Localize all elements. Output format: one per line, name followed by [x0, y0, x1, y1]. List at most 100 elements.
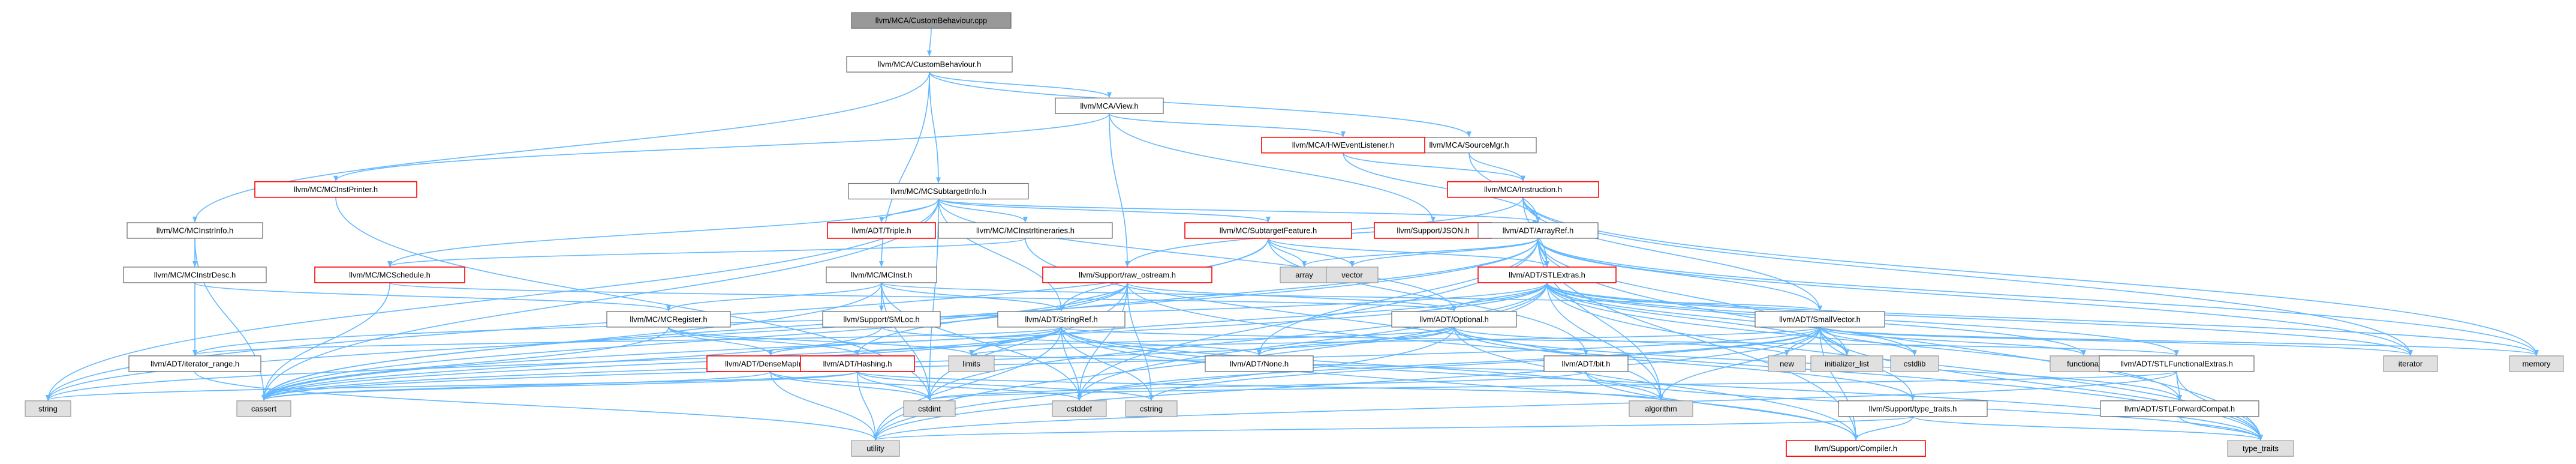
node-itineraries[interactable]: llvm/MC/MCInstrItineraries.h	[938, 222, 1113, 239]
node-rawostream[interactable]: llvm/Support/raw_ostream.h	[1042, 267, 1212, 283]
node-triple[interactable]: llvm/ADT/Triple.h	[827, 222, 936, 239]
header-nodes: llvm/MCA/CustomBehaviour.cpp llvm/MCA/Cus…	[25, 12, 2564, 457]
node-stringref[interactable]: llvm/ADT/StringRef.h	[997, 311, 1126, 328]
node-label-memory: memory	[2523, 359, 2551, 368]
node-box-array	[1280, 267, 1329, 283]
edge-view-to-hwevent	[1109, 113, 1346, 137]
node-stlforward[interactable]: llvm/ADT/STLForwardCompat.h	[2100, 400, 2259, 417]
node-box-arrayref	[1477, 222, 1599, 239]
edge-subtargetinfo-to-subfeature	[938, 198, 1271, 223]
edge-mcinst-to-stringref	[881, 282, 1064, 312]
node-box-optional	[1391, 311, 1517, 328]
edge-stlfuncextras-to-utility	[873, 371, 2177, 441]
node-smloc[interactable]: llvm/Support/SMLoc.h	[822, 311, 941, 328]
node-label-arrayref: llvm/ADT/ArrayRef.h	[1503, 226, 1573, 235]
node-mcinstrinfo[interactable]: llvm/MC/MCInstrInfo.h	[127, 222, 263, 239]
node-label-triple: llvm/ADT/Triple.h	[851, 226, 911, 235]
node-label-subfeature: llvm/MC/SubtargetFeature.h	[1220, 226, 1317, 235]
edge-cbh-to-subtargetinfo	[929, 72, 941, 184]
node-optional[interactable]: llvm/ADT/Optional.h	[1391, 311, 1517, 328]
node-algorithm: algorithm	[1629, 400, 1693, 417]
edge-subfeature-to-array	[1268, 238, 1307, 267]
edge-stringref-to-string	[46, 327, 1062, 401]
node-box-stlextras	[1477, 267, 1617, 283]
node-box-cstdint	[903, 400, 956, 417]
node-cstdint: cstdint	[903, 400, 956, 417]
edge-hashing-to-cassert	[261, 371, 858, 401]
edge-optional-to-utility	[873, 327, 1455, 441]
node-box-initlist	[1810, 355, 1883, 372]
node-box-rawostream	[1042, 267, 1212, 283]
edge-stringref-to-typetraits	[1061, 327, 2263, 441]
node-label-stlextras: llvm/ADT/STLExtras.h	[1509, 270, 1585, 279]
node-label-initlist: initializer_list	[1825, 359, 1869, 368]
edge-root-to-cbh	[927, 28, 932, 57]
node-mcregister[interactable]: llvm/MC/MCRegister.h	[606, 311, 731, 328]
edge-subfeature-to-vector	[1268, 238, 1355, 267]
node-mcinst[interactable]: llvm/MC/MCInst.h	[826, 267, 937, 283]
node-schedule[interactable]: llvm/MC/MCSchedule.h	[314, 267, 465, 283]
node-box-cassert	[236, 400, 291, 417]
node-bit[interactable]: llvm/ADT/bit.h	[1543, 355, 1629, 372]
node-label-typetraits: type_traits	[2243, 444, 2279, 453]
node-hwevent[interactable]: llvm/MCA/HWEventListener.h	[1261, 136, 1425, 154]
dependency-edges	[46, 28, 2539, 441]
node-instruction[interactable]: llvm/MCA/Instruction.h	[1447, 181, 1599, 198]
node-box-hwevent	[1261, 136, 1425, 154]
edge-densemapinfo-to-cstdint	[770, 371, 932, 401]
edge-subtargetinfo-to-triple	[879, 199, 939, 223]
node-label-typetraitsllvm: llvm/Support/type_traits.h	[1869, 404, 1957, 413]
node-box-stlfuncextras	[2099, 355, 2255, 372]
node-mcinstrdesc[interactable]: llvm/MC/MCInstrDesc.h	[123, 267, 267, 283]
node-smallvector[interactable]: llvm/ADT/SmallVector.h	[1755, 311, 1885, 328]
node-typetraitsllvm[interactable]: llvm/Support/type_traits.h	[1838, 400, 1988, 417]
edge-smallvector-to-algorithm	[1659, 327, 1820, 401]
edge-bit-to-compiler	[1585, 371, 1858, 441]
node-root[interactable]: llvm/MCA/CustomBehaviour.cpp	[851, 12, 1012, 29]
edge-stringref-to-cstring	[1061, 327, 1154, 401]
edge-rawostream-to-cstdint	[927, 282, 1128, 401]
edge-subtargetinfo-to-itineraries	[938, 199, 1028, 223]
node-label-mcregister: llvm/MC/MCRegister.h	[630, 315, 707, 324]
node-compiler[interactable]: llvm/Support/Compiler.h	[1786, 440, 1926, 457]
node-subtargetinfo[interactable]: llvm/MC/MCSubtargetInfo.h	[848, 182, 1029, 200]
node-label-stringref: llvm/ADT/StringRef.h	[1025, 315, 1097, 324]
node-box-itineraries	[938, 222, 1113, 239]
node-box-none	[1205, 355, 1314, 372]
node-cstddef: cstddef	[1052, 400, 1107, 417]
edge-hashing-to-cstring	[857, 371, 1154, 401]
node-box-new	[1768, 355, 1806, 372]
edge-smallvector-to-typetraits	[1819, 327, 2263, 441]
edge-subtargetinfo-to-schedule	[387, 199, 939, 267]
node-box-subfeature	[1184, 222, 1352, 239]
edge-stlextras-to-memory	[1546, 282, 2539, 356]
edge-subfeature-to-stlextras	[1268, 238, 1549, 267]
node-none[interactable]: llvm/ADT/None.h	[1205, 355, 1314, 372]
edge-schedule-to-optional	[389, 282, 1456, 312]
edge-typetraitsllvm-to-typetraits	[1912, 416, 2263, 441]
edge-srcmgr-to-instruction	[1468, 152, 1525, 182]
node-box-stlforward	[2100, 400, 2259, 417]
node-mcinstprinter[interactable]: llvm/MC/MCInstPrinter.h	[254, 181, 417, 198]
node-label-cstdint: cstdint	[918, 404, 941, 413]
node-label-srcmgr: llvm/MCA/SourceMgr.h	[1430, 140, 1509, 149]
node-iterrange[interactable]: llvm/ADT/iterator_range.h	[128, 355, 261, 372]
node-view[interactable]: llvm/MCA/View.h	[1055, 97, 1164, 114]
node-box-mcinstprinter	[254, 181, 417, 198]
node-hashing[interactable]: llvm/ADT/Hashing.h	[800, 355, 915, 372]
edge-stringref-to-algorithm	[1061, 327, 1663, 401]
node-box-json	[1374, 222, 1492, 239]
node-stlfuncextras[interactable]: llvm/ADT/STLFunctionalExtras.h	[2099, 355, 2255, 372]
node-json[interactable]: llvm/Support/JSON.h	[1374, 222, 1492, 239]
node-cassert: cassert	[236, 400, 291, 417]
edge-cbh-to-mcinstrinfo	[192, 72, 930, 223]
node-stlextras[interactable]: llvm/ADT/STLExtras.h	[1477, 267, 1617, 283]
edge-smallvector-to-cassert	[261, 327, 1820, 401]
node-cbh[interactable]: llvm/MCA/CustomBehaviour.h	[846, 56, 1013, 73]
node-subfeature[interactable]: llvm/MC/SubtargetFeature.h	[1184, 222, 1352, 239]
node-label-functional: functional	[2067, 359, 2100, 368]
node-arrayref[interactable]: llvm/ADT/ArrayRef.h	[1477, 222, 1599, 239]
node-box-subtargetinfo	[848, 182, 1029, 200]
edge-smallvector-to-limits	[969, 327, 1820, 356]
